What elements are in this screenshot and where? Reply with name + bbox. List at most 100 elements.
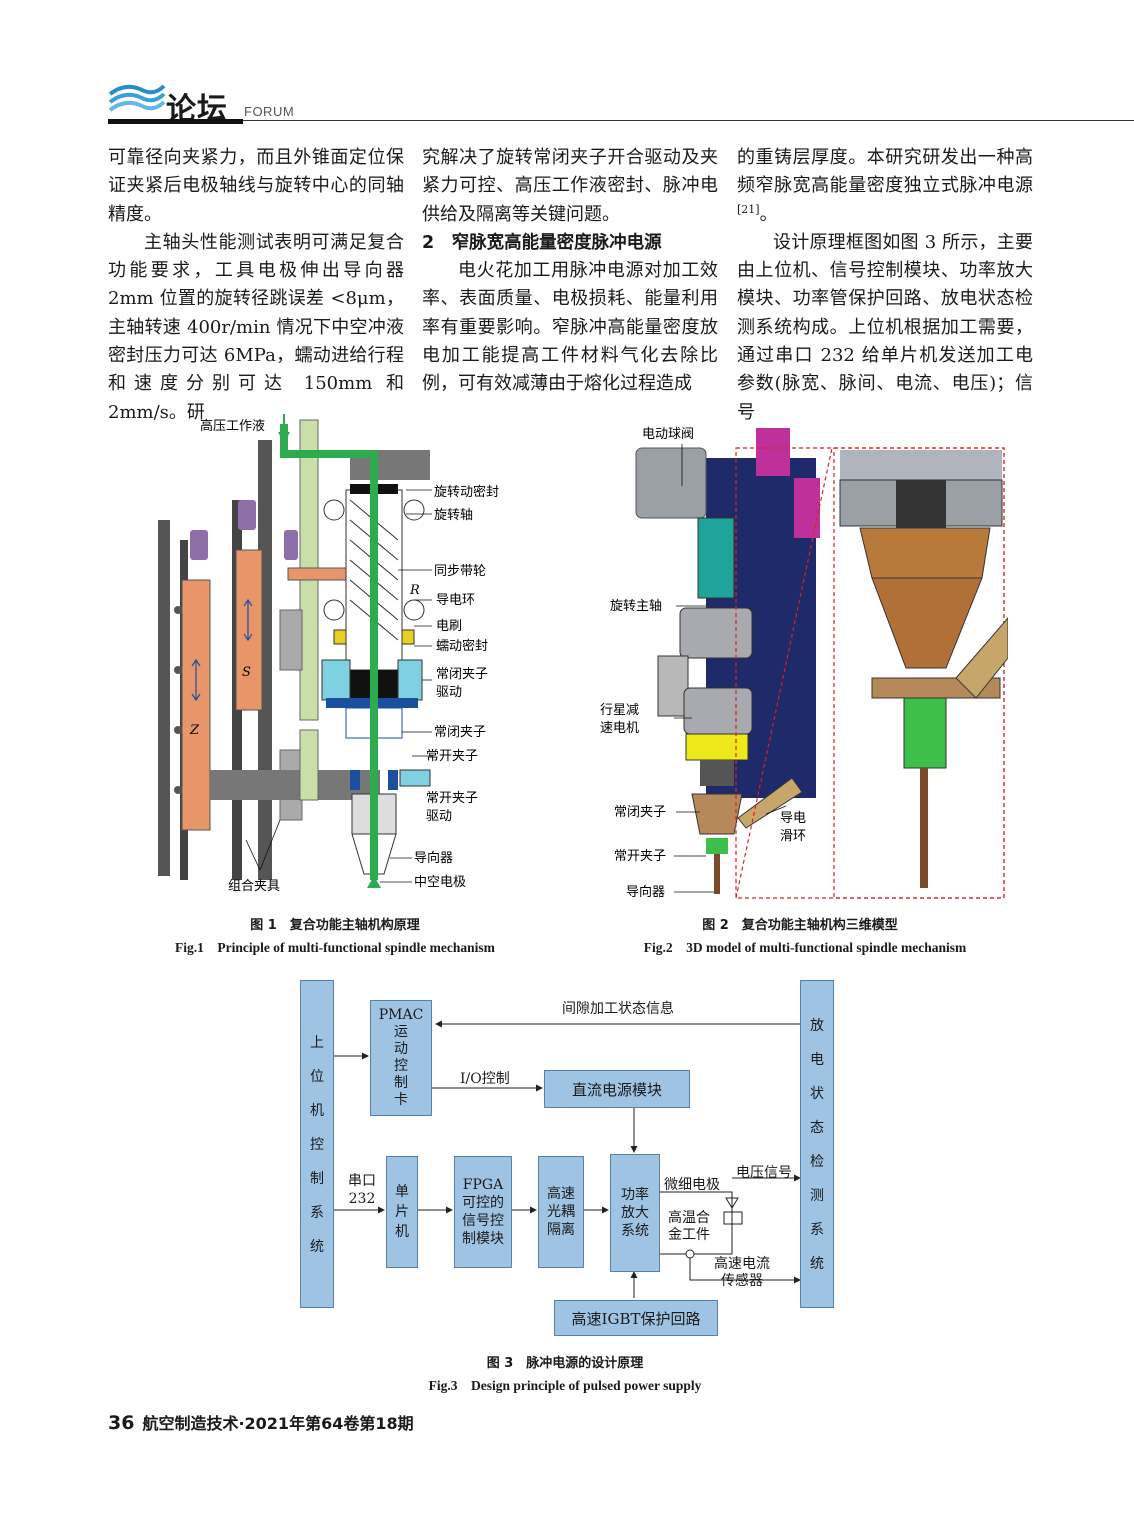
fig3-connectors — [332, 1020, 801, 1298]
figure-2-model: 电动球阀 旋转主轴 行星减 速电机 常闭夹子 常开夹子 导向器 导电 滑环 — [600, 427, 1008, 900]
fpga-block: FPGA 可控的信号控制模块 — [454, 1156, 512, 1268]
detect-char: 状 — [810, 1086, 824, 1102]
mcu-char: 片 — [395, 1204, 409, 1220]
dc-supply-label: 直流电源模块 — [571, 1080, 662, 1099]
detect-char: 检 — [810, 1154, 824, 1170]
igbt-label: 高速IGBT保护回路 — [571, 1309, 701, 1328]
fig1-label: 驱动 — [436, 685, 462, 700]
section-subtitle: FORUM — [244, 104, 295, 119]
mcu-char: 单 — [395, 1184, 409, 1200]
paragraph: 主轴头性能测试表明可满足复合功能要求，工具电极伸出导向器 2mm 位置的旋转径跳… — [108, 231, 404, 423]
fig2-label: 滑环 — [780, 829, 806, 844]
opto-line: 光耦 — [547, 1204, 575, 1220]
workpiece-line: 高温合 — [668, 1210, 710, 1226]
io-control-label: I/O控制 — [460, 1071, 510, 1087]
gap-info-label: 间隙加工状态信息 — [562, 1001, 674, 1017]
serial-label: 串口 232 — [344, 1172, 380, 1208]
detect-char: 态 — [810, 1120, 824, 1136]
fig1-label: 同步带轮 — [434, 564, 486, 579]
fig2-caption-cn: 图 2 复合功能主轴机构三维模型 — [702, 918, 898, 933]
fig1-label: 中空电极 — [414, 875, 466, 890]
host-char: 统 — [310, 1239, 324, 1255]
pmac-line: PMAC — [378, 1007, 424, 1023]
optocoupler-block: 高速光耦隔离 — [538, 1156, 584, 1268]
host-char: 系 — [310, 1205, 324, 1221]
fig2-label: 常闭夹子 — [614, 805, 666, 820]
fixture-frame — [158, 520, 170, 876]
fig2-label: 电动球阀 — [642, 427, 694, 442]
section-heading: 2 窄脉宽高能量密度脉冲电源 — [422, 232, 662, 253]
z-slide — [181, 579, 211, 831]
fpga-line: 可控的 — [462, 1195, 504, 1211]
serial-line: 232 — [348, 1191, 376, 1207]
reference-citation: [21] — [737, 202, 760, 216]
figure-1-diagram: 高压工作液 旋转动密封 旋转轴 同步带轮 导电环 电刷 蠕动密封 常闭夹子 驱动… — [158, 414, 499, 894]
fig1-label: R — [409, 583, 420, 598]
forum-logo-icon — [108, 84, 166, 112]
workpiece-line: 金工件 — [668, 1227, 710, 1243]
fig1-label: 电刷 — [436, 619, 462, 634]
fpga-line: 制模块 — [462, 1231, 504, 1247]
paragraph: 的重铸层厚度。本研究研发出一种高频窄脉宽高能量密度独立式脉冲电源[21]。 — [737, 144, 1033, 229]
fig1-caption-cn: 图 1 复合功能主轴机构原理 — [250, 918, 420, 933]
mcu-char: 机 — [395, 1224, 409, 1240]
fig1-label: S — [242, 665, 251, 680]
paragraph: 设计原理框图如图 3 所示，主要由上位机、信号控制模块、功率放大模块、功率管保护… — [737, 231, 1033, 423]
pmac-line: 运 — [394, 1024, 408, 1040]
sensor-line: 传感器 — [721, 1273, 763, 1289]
amp-line: 放大 — [621, 1205, 649, 1221]
pmac-line: 卡 — [394, 1092, 408, 1108]
fpga-line: 信号控 — [462, 1213, 504, 1229]
fig2-label: 导向器 — [626, 884, 665, 900]
amp-line: 系统 — [621, 1223, 649, 1239]
detect-char: 测 — [810, 1188, 824, 1204]
journal-info: 航空制造技术·2021年第64卷第18期 — [142, 1414, 414, 1433]
detect-char: 统 — [810, 1256, 824, 1272]
fig1-label: Z — [189, 723, 200, 738]
amp-line: 功率 — [621, 1187, 649, 1203]
fig2-label: 常开夹子 — [614, 849, 666, 864]
header-bar — [108, 119, 243, 124]
fig1-label: 驱动 — [426, 809, 452, 824]
fig1-label: 导电环 — [436, 593, 475, 608]
power-amp-block: 功率放大系统 — [610, 1154, 660, 1272]
fig1-label: 常开夹子 — [426, 791, 478, 806]
fig1-label: 高压工作液 — [200, 418, 265, 434]
detect-char: 电 — [810, 1052, 824, 1068]
host-system-block: 上位机控制系统 — [300, 980, 334, 1308]
fig1-label: 常闭夹子 — [434, 725, 486, 740]
serial-line: 串口 — [348, 1173, 376, 1189]
voltage-signal-label: 电压信号 — [736, 1165, 792, 1181]
fig2-label: 旋转主轴 — [610, 599, 662, 614]
fig1-label: 导向器 — [414, 850, 453, 866]
fig2-label: 速电机 — [600, 721, 639, 736]
text-column-3: 的重铸层厚度。本研究研发出一种高频窄脉宽高能量密度独立式脉冲电源[21]。 设计… — [737, 144, 1033, 427]
fig1-label: 常开夹子 — [426, 749, 478, 764]
workpiece-label: 高温合金工件 — [668, 1210, 710, 1244]
pmac-line: 制 — [394, 1075, 408, 1091]
opto-line: 隔离 — [547, 1222, 575, 1238]
sensor-line: 高速电流 — [714, 1256, 770, 1272]
paragraph-end: 。 — [759, 203, 778, 225]
paragraph: 电火花加工用脉冲电源对加工效率、表面质量、电极损耗、能量利用率有重要影响。窄脉冲… — [422, 260, 718, 395]
fpga-line: FPGA — [462, 1177, 504, 1193]
text-column-1: 可靠径向夹紧力，而且外锥面定位保证夹紧后电极轴线与旋转中心的同轴精度。 主轴头性… — [108, 144, 404, 427]
igbt-protection-block: 高速IGBT保护回路 — [554, 1300, 718, 1336]
fig1-label: 组合夹具 — [228, 879, 280, 894]
host-char: 控 — [310, 1137, 324, 1153]
fig1-label: 旋转动密封 — [434, 484, 499, 500]
fig1-label: 蠕动密封 — [436, 638, 488, 654]
detect-char: 放 — [810, 1018, 824, 1034]
current-sensor-label: 高速电流传感器 — [714, 1256, 770, 1290]
header-rule — [108, 120, 1134, 121]
host-char: 机 — [310, 1103, 324, 1119]
pmac-line: 动 — [394, 1041, 408, 1057]
opto-line: 高速 — [547, 1186, 575, 1202]
s-slide — [235, 549, 263, 711]
fig1-label: 旋转轴 — [434, 508, 473, 523]
fig2-caption-en: Fig.2 3D model of multi-functional spind… — [643, 940, 967, 955]
paragraph: 究解决了旋转常闭夹子开合驱动及夹紧力可控、高压工作液密封、脉冲电供给及隔离等关键… — [422, 147, 718, 225]
host-char: 上 — [310, 1035, 324, 1051]
